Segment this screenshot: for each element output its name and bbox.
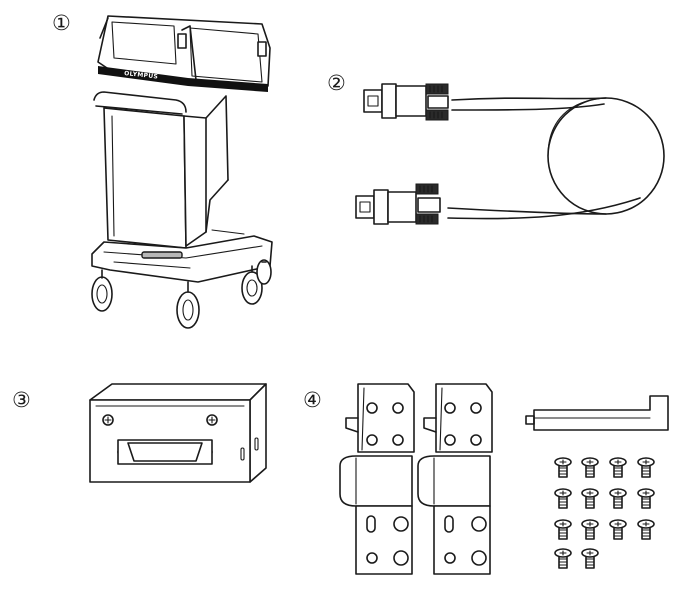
screw bbox=[581, 488, 599, 509]
cable-connector-lower bbox=[355, 183, 441, 225]
screw bbox=[554, 548, 572, 569]
caster bbox=[241, 265, 263, 305]
caster bbox=[91, 269, 113, 312]
cart-illustration: OLYMPUS bbox=[91, 15, 273, 329]
item-number-2: ② bbox=[327, 71, 346, 95]
screw bbox=[637, 457, 655, 478]
screw bbox=[581, 548, 599, 569]
screw bbox=[581, 457, 599, 478]
cart-brand-label: OLYMPUS bbox=[124, 70, 159, 81]
screw bbox=[554, 457, 572, 478]
screw bbox=[609, 519, 627, 540]
screw bbox=[609, 488, 627, 509]
mounting-bracket bbox=[339, 383, 415, 575]
cable-connector-upper bbox=[363, 83, 449, 121]
item-number-4: ④ bbox=[303, 388, 322, 412]
caster bbox=[256, 259, 272, 285]
item-number-1: ① bbox=[52, 11, 71, 35]
screw bbox=[581, 519, 599, 540]
cable-illustration bbox=[355, 83, 665, 225]
item-number-3: ③ bbox=[12, 388, 31, 412]
screw-set bbox=[554, 457, 655, 569]
caster bbox=[176, 281, 200, 329]
support-rod bbox=[525, 395, 669, 431]
mounting-bracket bbox=[417, 383, 493, 575]
screw bbox=[637, 488, 655, 509]
connector-box-illustration bbox=[89, 383, 267, 483]
screw bbox=[637, 519, 655, 540]
screw bbox=[609, 457, 627, 478]
screw bbox=[554, 488, 572, 509]
screw bbox=[554, 519, 572, 540]
mounting-kit-illustration bbox=[339, 383, 669, 575]
